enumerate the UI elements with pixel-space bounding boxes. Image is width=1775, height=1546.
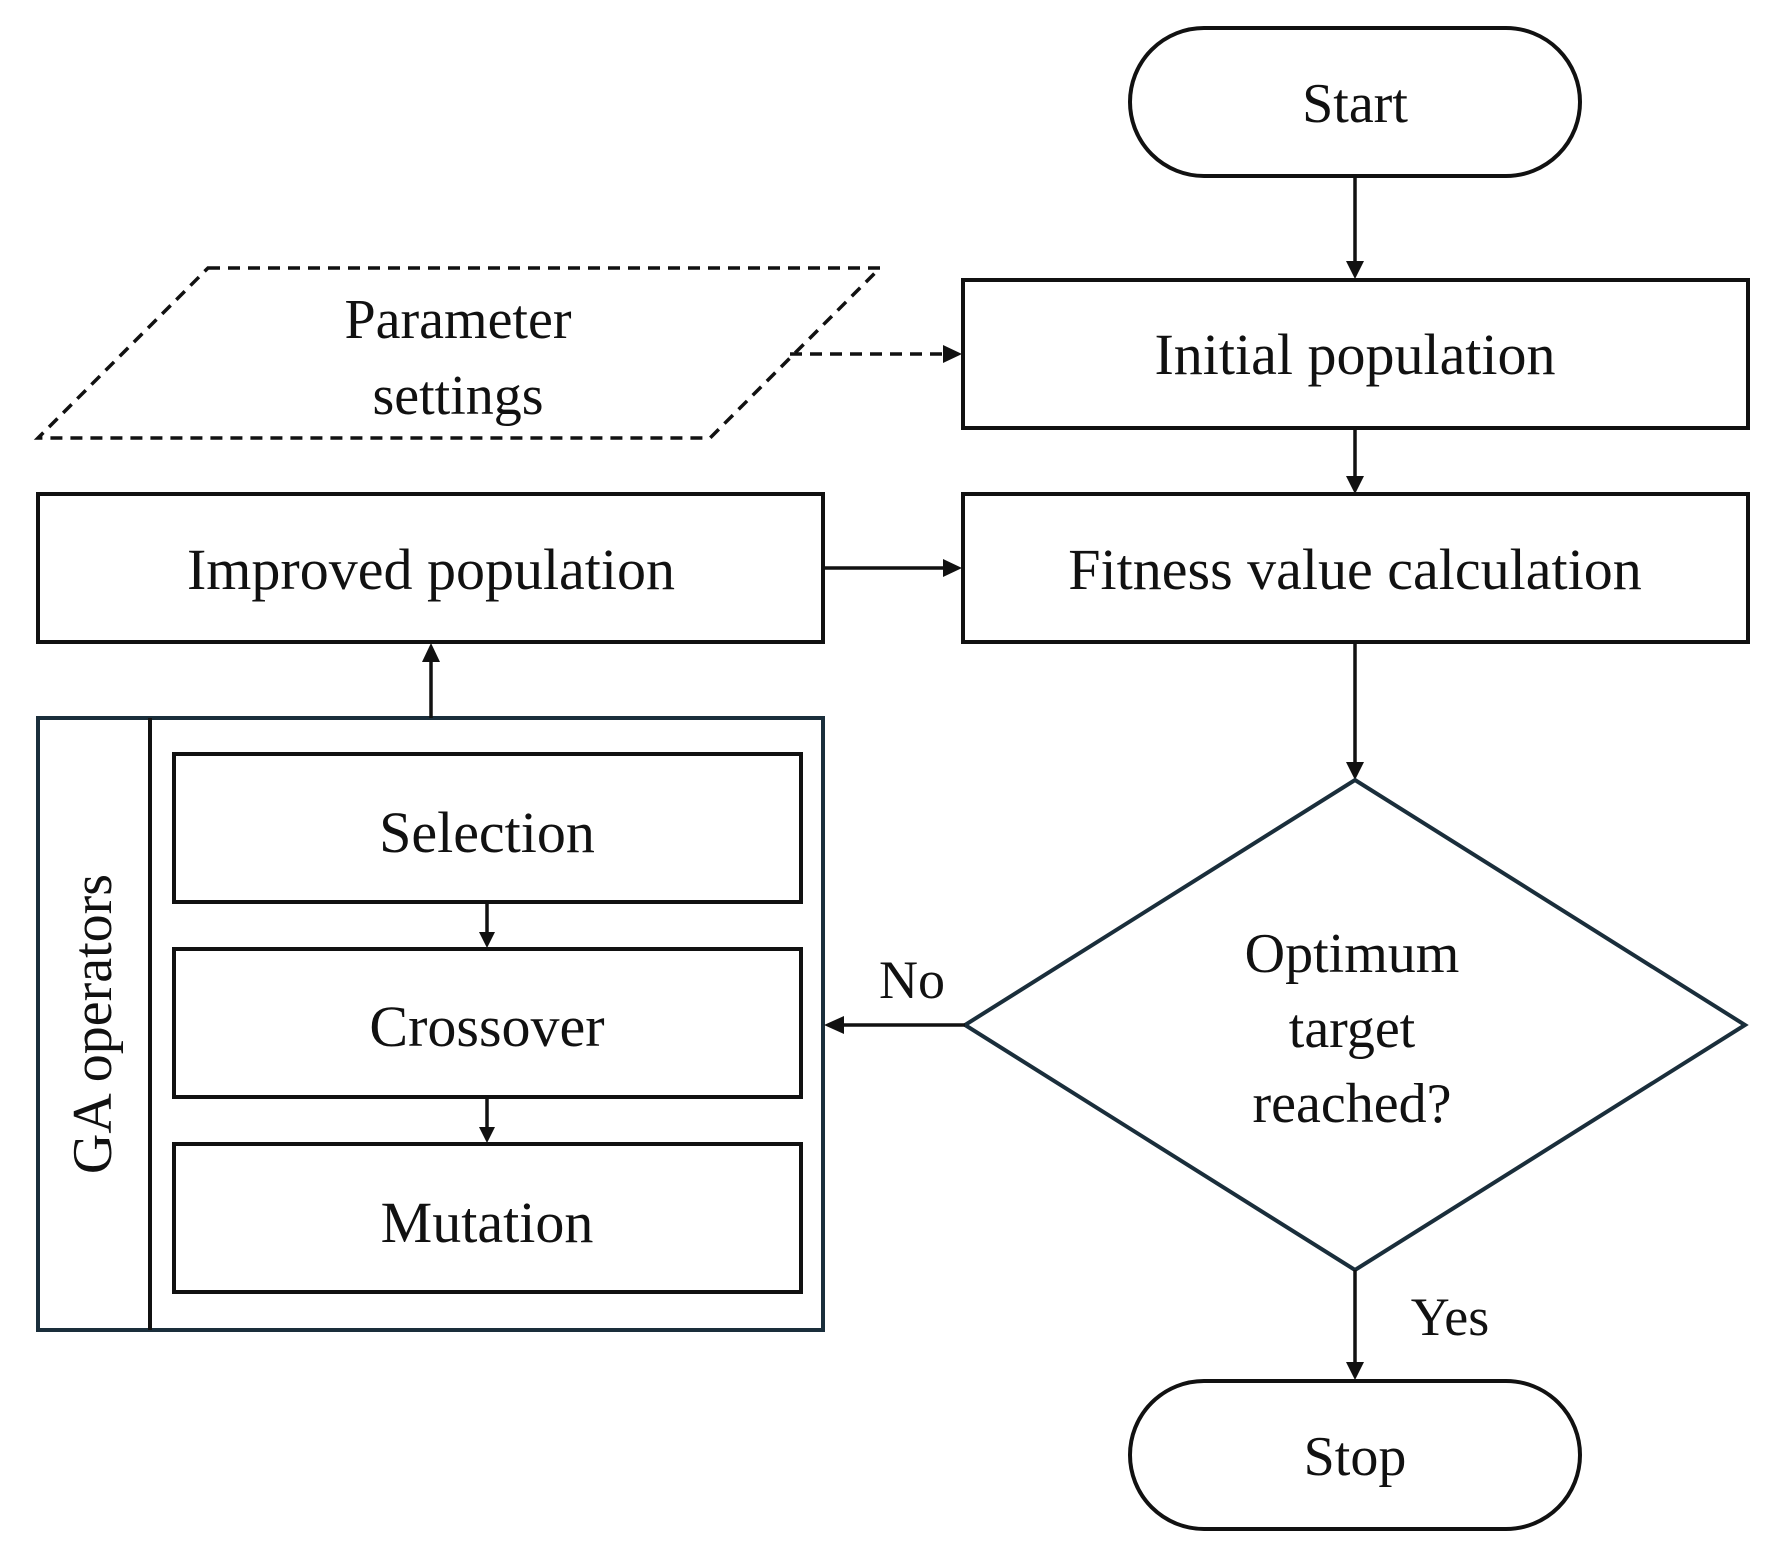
initial-population-label: Initial population xyxy=(1154,322,1555,387)
stop-label: Stop xyxy=(1304,1426,1407,1488)
decision-label-line1: Optimum xyxy=(1245,923,1460,985)
edge-label-yes: Yes xyxy=(1411,1287,1490,1347)
decision-node: Optimum target reached? xyxy=(961,777,1749,1273)
ga-operators-title: GA operators xyxy=(62,874,124,1174)
edge-label-no: No xyxy=(879,950,945,1010)
start-node: Start xyxy=(1128,26,1582,178)
improved-population-node: Improved population xyxy=(36,492,825,644)
decision-label-line2: target xyxy=(1289,998,1416,1060)
arrow-decision-yes: Yes xyxy=(1346,1270,1489,1380)
initial-population-node: Initial population xyxy=(961,278,1750,430)
initial-population-shape xyxy=(961,278,1750,430)
stop-shape xyxy=(1128,1379,1582,1531)
parameter-settings-shape xyxy=(33,266,885,440)
mutation-shape xyxy=(172,1142,803,1294)
stop-node: Stop xyxy=(1128,1379,1582,1531)
arrow-decision-no: No xyxy=(824,950,965,1034)
arrow-initial-to-fitness xyxy=(1346,428,1364,494)
improved-population-shape xyxy=(36,492,825,644)
selection-shape xyxy=(172,752,803,904)
crossover-label: Crossover xyxy=(369,994,604,1059)
start-label: Start xyxy=(1302,73,1408,135)
arrow-fitness-to-decision xyxy=(1346,642,1364,780)
crossover-shape xyxy=(172,947,803,1099)
selection-label: Selection xyxy=(379,800,595,865)
ga-operators-group: GA operators Selection Crossover Mutatio… xyxy=(36,716,825,1332)
arrow-parameters-to-initial xyxy=(790,345,962,363)
decision-label-line3: reached? xyxy=(1253,1073,1452,1135)
fitness-calculation-node: Fitness value calculation xyxy=(961,492,1750,644)
fitness-calculation-label: Fitness value calculation xyxy=(1068,537,1641,602)
arrow-improved-to-fitness xyxy=(823,559,962,577)
improved-population-label: Improved population xyxy=(187,537,675,602)
arrow-ga-to-improved xyxy=(422,643,440,718)
parameter-settings-label-line2: settings xyxy=(372,365,543,427)
arrow-start-to-initial xyxy=(1346,176,1364,279)
mutation-label: Mutation xyxy=(381,1190,594,1255)
parameter-settings-node: Parameter settings xyxy=(33,266,885,440)
parameter-settings-label-line1: Parameter xyxy=(345,289,572,351)
